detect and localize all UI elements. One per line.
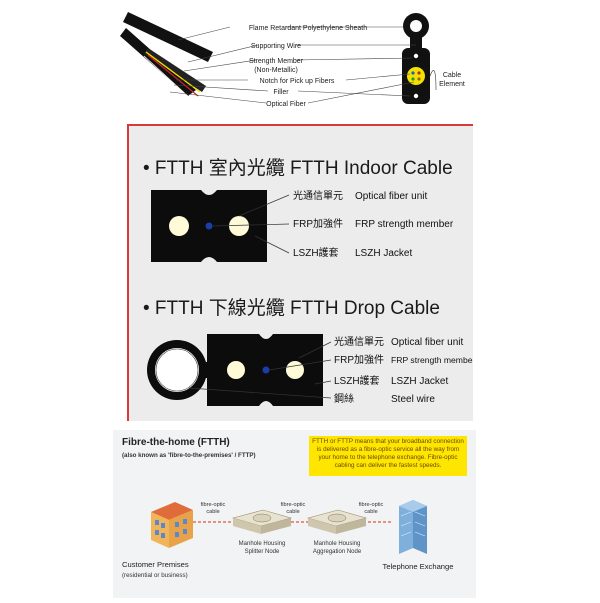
label-sheath: Flame Retardant Polyethylene Sheath xyxy=(249,25,367,32)
splitter-manhole-icon xyxy=(231,509,293,534)
indoor-label-3-zh: LSZH護套 xyxy=(293,246,339,259)
cable-cross-section xyxy=(402,13,437,104)
label-strength-member: Strength Member xyxy=(249,58,304,65)
indoor-title: • FTTH 室內光纜 FTTH Indoor Cable xyxy=(143,157,453,179)
label-notch: Notch for Pick up Fibers xyxy=(260,78,335,85)
ftth-cable-panel: • FTTH 室內光纜 FTTH Indoor Cable 光通信單元 Opti… xyxy=(127,124,476,421)
node-splitter-sublabel: Splitter Node xyxy=(245,549,280,555)
cable-label-3b: cable xyxy=(364,509,377,515)
ftth-subtitle: (also known as 'fibre-to-the-premises' /… xyxy=(122,452,256,459)
indoor-leaders xyxy=(212,194,290,254)
node-customer-label: Customer Premises xyxy=(122,560,189,569)
indoor-label-2-en: FRP strength member xyxy=(355,219,454,230)
telephone-exchange-icon xyxy=(399,500,427,554)
node-splitter-label: Manhole Housing xyxy=(239,541,286,547)
indoor-label-1-zh: 光通信單元 xyxy=(293,189,343,202)
aggregation-manhole-icon xyxy=(306,509,368,534)
ftth-title: Fibre-the-home (FTTH) xyxy=(122,437,230,448)
drop-label-4-en: Steel wire xyxy=(391,394,435,405)
label-supporting-wire: Supporting Wire xyxy=(251,43,301,50)
customer-premises-icon xyxy=(151,502,193,548)
drop-title: • FTTH 下線光纜 FTTH Drop Cable xyxy=(143,297,440,319)
label-cable: Cable xyxy=(443,72,461,79)
cable-structure-svg: Flame Retardant Polyethylene Sheath Supp… xyxy=(120,12,465,108)
drop-label-4-zh: 鋼絲 xyxy=(334,392,354,405)
label-filler: Filler xyxy=(273,89,289,96)
label-optical-fiber: Optical Fiber xyxy=(266,101,306,108)
cable-label-3a: fibre-optic xyxy=(359,502,384,508)
leader-lines xyxy=(169,26,416,104)
indoor-label-2-zh: FRP加強件 xyxy=(293,217,343,230)
drop-label-3-en: LSZH Jacket xyxy=(391,376,448,387)
ftth-network-panel: FTTH or FTTP means that your broadband c… xyxy=(113,430,476,598)
cable-label-1a: fibre-optic xyxy=(201,502,226,508)
cable-label-1b: cable xyxy=(206,509,219,515)
label-element: Element xyxy=(439,81,465,88)
drop-label-1-zh: 光通信單元 xyxy=(334,335,384,348)
node-aggregation-sublabel: Aggregation Node xyxy=(313,549,362,555)
drop-label-3-zh: LSZH護套 xyxy=(334,374,380,387)
indoor-label-3-en: LSZH Jacket xyxy=(355,248,412,259)
ftth-info-note: FTTH or FTTP means that your broadband c… xyxy=(309,436,467,476)
node-exchange-label: Telephone Exchange xyxy=(383,562,454,571)
cable-label-2b: cable xyxy=(286,509,299,515)
indoor-cable-cross-section xyxy=(151,190,267,262)
ftth-cable-svg: • FTTH 室內光纜 FTTH Indoor Cable 光通信單元 Opti… xyxy=(143,157,476,406)
node-aggregation-label: Manhole Housing xyxy=(314,541,361,547)
drop-label-2-zh: FRP加強件 xyxy=(334,353,384,366)
indoor-label-1-en: Optical fiber unit xyxy=(355,191,427,202)
cable-body xyxy=(120,12,213,99)
cable-structure-diagram: Flame Retardant Polyethylene Sheath Supp… xyxy=(118,0,478,122)
node-customer-sublabel: (residential or business) xyxy=(122,572,188,579)
drop-leaders xyxy=(188,341,332,399)
cable-label-2a: fibre-optic xyxy=(281,502,306,508)
ftth-network-svg: Fibre-the-home (FTTH) (also known as 'fi… xyxy=(122,437,454,579)
drop-cable-cross-section xyxy=(147,334,323,406)
label-non-metallic: (Non-Metallic) xyxy=(254,67,298,74)
drop-label-2-en: FRP strength member xyxy=(391,355,473,365)
drop-label-1-en: Optical fiber unit xyxy=(391,337,463,348)
